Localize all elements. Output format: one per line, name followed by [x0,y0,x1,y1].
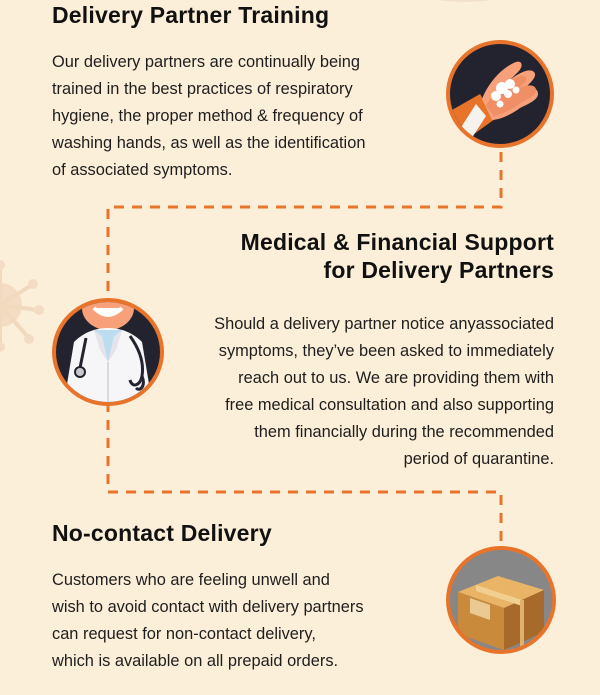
doctor-icon [52,298,164,406]
top-arc-decoration [430,0,500,2]
section-title-support: Medical & Financial Support for Delivery… [240,229,554,283]
section-title-training: Delivery Partner Training [52,2,330,28]
section-body-support: Should a delivery partner notice anyasso… [214,315,554,468]
package-box-icon [446,546,556,654]
section-body-no-contact: Customers who are feeling unwell and wis… [52,571,364,670]
handwashing-icon [446,40,554,148]
virus-decoration-icon [0,260,44,352]
section-title-no-contact: No-contact Delivery [52,520,272,546]
section-body-training: Our delivery partners are continually be… [52,53,366,179]
